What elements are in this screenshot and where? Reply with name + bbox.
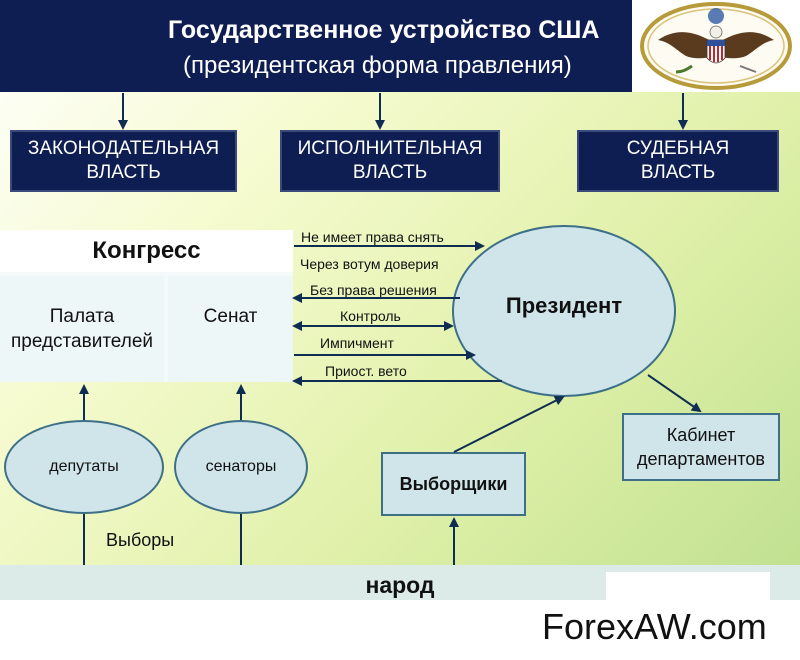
arrow-electors-president <box>453 396 565 453</box>
cabinet-label-line1: Кабинет <box>666 425 736 445</box>
arrows-layer <box>79 93 702 565</box>
president-label: Президент <box>505 293 623 318</box>
arrow-president-cabinet <box>647 374 702 413</box>
relation-label-no-decision: Без права решения <box>310 282 437 298</box>
deputies-node: депутаты <box>4 420 164 514</box>
legislative-branch-box: ЗАКОНОДАТЕЛЬНАЯ ВЛАСТЬ <box>10 130 237 192</box>
elections-label: Выборы <box>106 530 175 550</box>
watermark: ForexAW.com <box>542 606 767 647</box>
relation-label-control: Контроль <box>340 308 401 324</box>
people-bar-gap <box>606 572 770 600</box>
senators-node: сенаторы <box>174 420 308 514</box>
senate-label: Сенат <box>203 306 258 327</box>
cabinet-node: Кабинет департаментов <box>622 413 780 481</box>
house-label-line2: представителей <box>10 331 154 352</box>
house-of-representatives: Палата представителей <box>0 276 164 382</box>
electors-node: Выборщики <box>381 452 526 516</box>
relation-label-cannot-dismiss: Не имеет права снять <box>301 229 444 245</box>
congress-title: Конгресс <box>0 230 293 272</box>
legislative-label-line1: ЗАКОНОДАТЕЛЬНАЯ <box>27 138 220 159</box>
cabinet-label-line2: департаментов <box>637 449 765 469</box>
judicial-label-line1: СУДЕБНАЯ <box>626 138 730 159</box>
great-seal-eagle-icon <box>640 2 792 90</box>
header-bar: Государственное устройство США (президен… <box>0 0 632 92</box>
electors-label: Выборщики <box>399 473 508 494</box>
house-label-line1: Палата <box>49 306 115 327</box>
executive-branch-box: ИСПОЛНИТЕЛЬНАЯ ВЛАСТЬ <box>280 130 500 192</box>
legislative-label-line2: ВЛАСТЬ <box>86 162 161 183</box>
executive-label-line2: ВЛАСТЬ <box>352 162 428 183</box>
relation-label-no-confidence: Через вотум доверия <box>300 256 439 272</box>
judicial-label-line2: ВЛАСТЬ <box>640 162 716 183</box>
deputies-label: депутаты <box>49 458 119 475</box>
senate: Сенат <box>168 276 293 382</box>
diagram-title: Государственное устройство США <box>168 16 600 44</box>
judicial-branch-box: СУДЕБНАЯ ВЛАСТЬ <box>577 130 779 192</box>
senators-label: сенаторы <box>205 458 277 475</box>
relation-label-impeachment: Импичмент <box>320 335 394 351</box>
seal-container <box>632 0 800 92</box>
president-node: Президент <box>452 225 676 397</box>
relation-label-veto: Приост. вето <box>325 363 407 379</box>
people-label: народ <box>365 572 435 598</box>
executive-label-line1: ИСПОЛНИТЕЛЬНАЯ <box>297 138 483 159</box>
diagram-subtitle: (президентская форма правления) <box>183 52 572 79</box>
